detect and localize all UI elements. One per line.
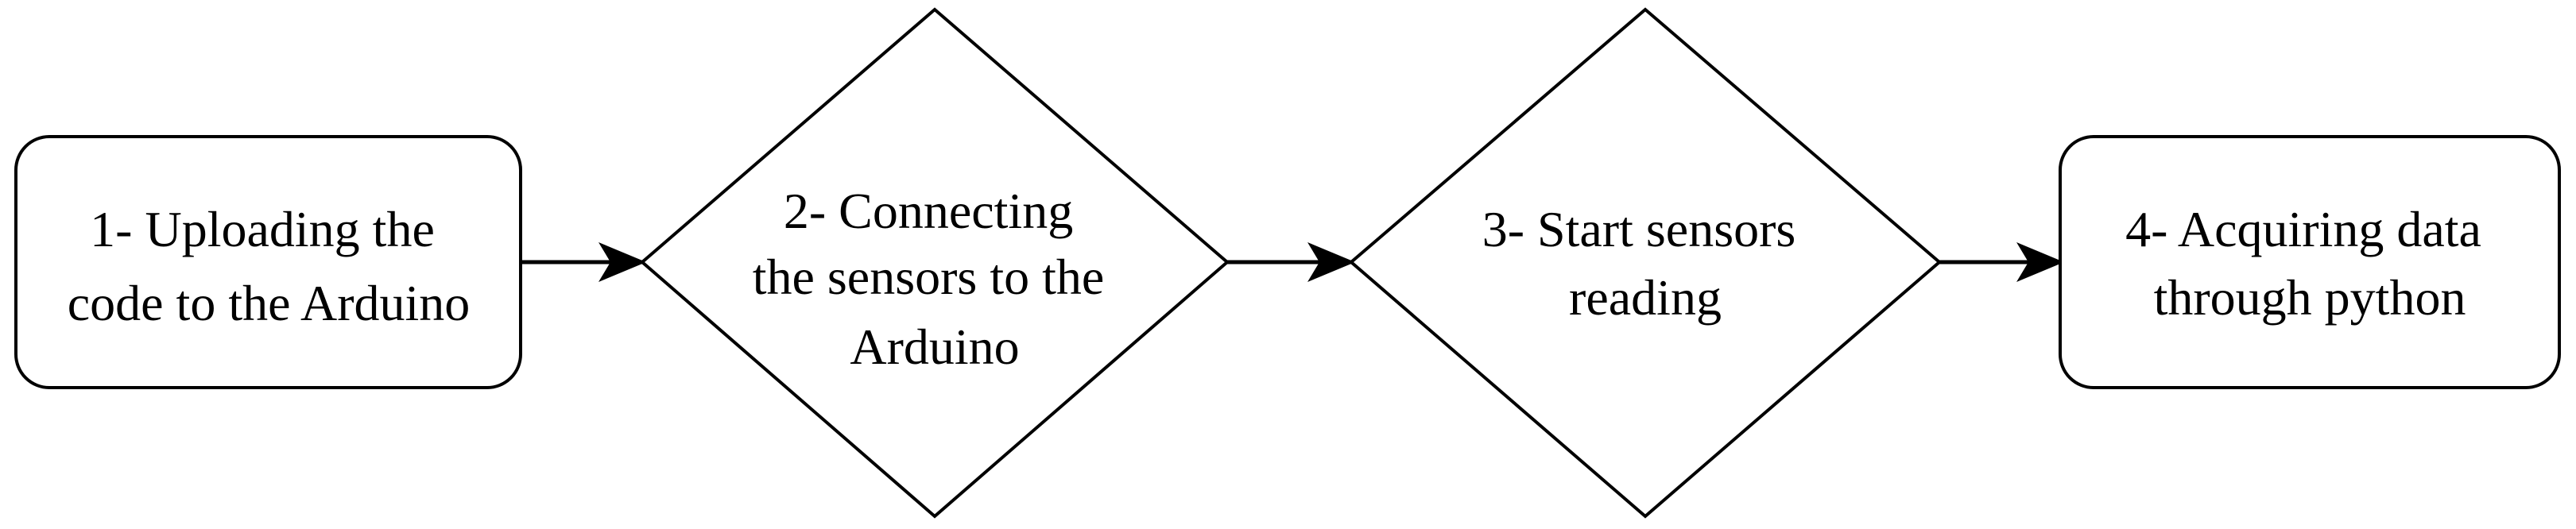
step-4-line-2: through python — [2154, 269, 2466, 326]
step-3-decision: 3- Start sensors reading — [1348, 7, 1943, 519]
step-2-line-3: Arduino — [850, 319, 1019, 375]
step-3-line-2: reading — [1569, 269, 1722, 326]
step-2-decision: 2- Connecting the sensors to the Arduino — [639, 7, 1230, 519]
step-3-shape — [1348, 7, 1943, 519]
step-2-label: 2- Connecting the sensors to the Arduino — [753, 183, 1118, 375]
step-4-line-1: 4- Acquiring data — [2125, 201, 2481, 257]
step-1-line-2: code to the Arduino — [68, 275, 471, 331]
step-1-line-1: 1- Uploading the — [90, 201, 435, 257]
step-4-shape — [2059, 135, 2561, 389]
step-4-box: 4- Acquiring data through python — [2059, 135, 2561, 389]
step-2-line-2: the sensors to the — [753, 249, 1105, 305]
step-2-line-1: 2- Connecting — [784, 183, 1073, 239]
step-1-box: 1- Uploading the code to the Arduino — [14, 135, 522, 389]
step-2-shape — [639, 7, 1230, 519]
step-4-label: 4- Acquiring data through python — [2125, 201, 2494, 326]
step-1-shape — [14, 135, 522, 389]
step-1-label: 1- Uploading the code to the Arduino — [68, 201, 471, 331]
step-3-line-1: 3- Start sensors — [1482, 201, 1796, 257]
step-3-label: 3- Start sensors reading — [1482, 201, 1809, 326]
